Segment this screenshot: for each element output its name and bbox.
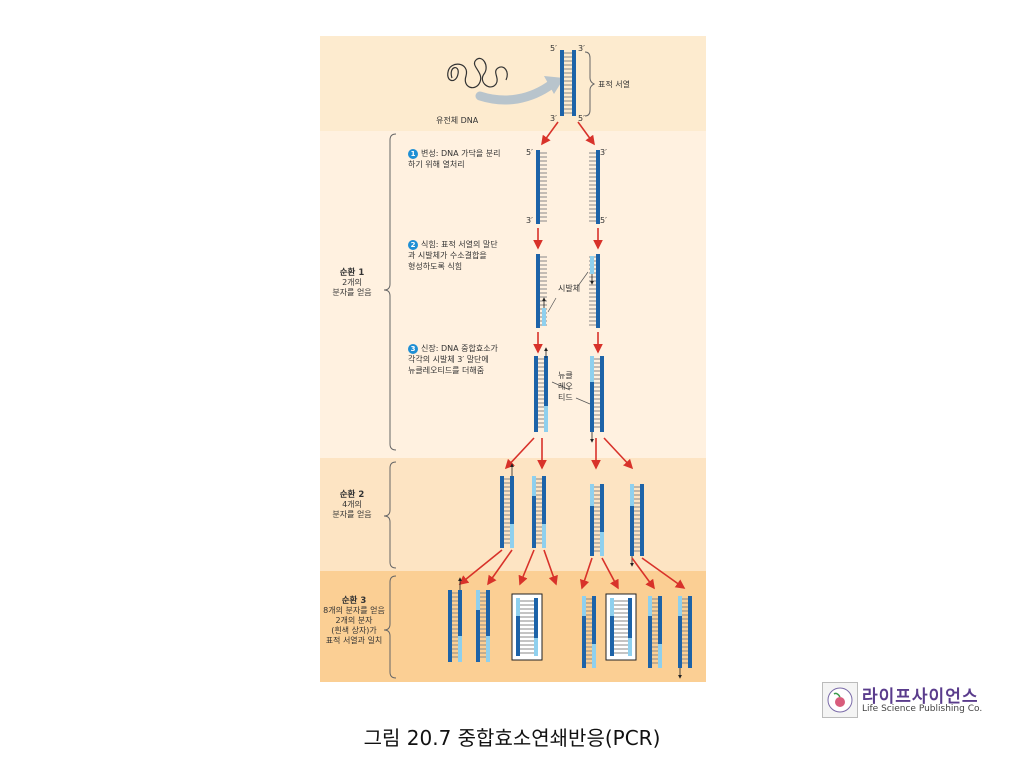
logo-english: Life Science Publishing Co. bbox=[862, 704, 983, 714]
pcr-diagram bbox=[383, 50, 692, 679]
genome-label: 유전체 DNA bbox=[436, 116, 479, 125]
brace-cycle-2 bbox=[383, 461, 397, 569]
process-arrow bbox=[541, 121, 559, 146]
step-text: 변성: DNA 가닥을 분리 하기 위해 열처리 bbox=[408, 149, 501, 169]
logo-korean: 라이프사이언스 bbox=[862, 687, 979, 707]
panel-target bbox=[320, 36, 706, 131]
cycle-desc: 8개의 분자를 얻음 2개의 분자 (흰색 상자)가 표적 서열과 일치 bbox=[323, 606, 385, 645]
figure-caption: 그림 20.7 중합효소연쇄반응(PCR) bbox=[363, 726, 661, 750]
cycle-title: 순환 3 bbox=[341, 596, 367, 606]
cycle-title: 순환 1 bbox=[339, 268, 365, 278]
process-arrow bbox=[579, 557, 593, 590]
grey-arrow bbox=[475, 79, 557, 105]
process-arrow bbox=[543, 549, 558, 586]
process-arrow bbox=[518, 549, 535, 586]
end-label: 3′ bbox=[526, 216, 533, 225]
step-number: 3 bbox=[408, 344, 418, 354]
dna-layer bbox=[448, 50, 692, 679]
process-arrow bbox=[631, 557, 655, 590]
end-label: 3′ bbox=[600, 148, 607, 157]
genomic-dna-squiggle bbox=[447, 57, 508, 89]
nucleotide-pointer bbox=[575, 397, 591, 405]
process-arrow bbox=[601, 557, 619, 590]
end-label: 5′ bbox=[578, 114, 585, 123]
process-arrow bbox=[603, 437, 634, 470]
end-label: 3′ bbox=[550, 114, 557, 123]
primer-label: 시발체 bbox=[558, 284, 581, 293]
process-arrow bbox=[641, 557, 686, 589]
end-label: 5′ bbox=[600, 216, 607, 225]
primer-pointer bbox=[547, 297, 557, 313]
process-arrow bbox=[577, 121, 595, 146]
brace-cycle-3 bbox=[383, 575, 397, 679]
target-label: 표적 서열 bbox=[598, 80, 630, 89]
brace-cycle-1 bbox=[383, 133, 397, 451]
step-number: 2 bbox=[408, 240, 418, 250]
process-arrow bbox=[487, 549, 513, 586]
nucleotide-label: 뉴클 레오 티드 bbox=[558, 371, 573, 402]
end-label: 5′ bbox=[550, 44, 557, 53]
panel-cycle-1 bbox=[320, 131, 706, 458]
logo-emblem-icon bbox=[822, 682, 858, 718]
process-arrow bbox=[504, 437, 535, 470]
grey-arrow-head bbox=[544, 76, 564, 94]
publisher-logo: 라이프사이언스 Life Science Publishing Co. bbox=[822, 682, 992, 718]
cycle-desc: 2개의 분자를 얻음 bbox=[332, 278, 372, 297]
end-label: 3′ bbox=[578, 44, 585, 53]
cycle-desc: 4개의 분자를 얻음 bbox=[332, 500, 372, 519]
nucleotide-pointer bbox=[551, 381, 571, 391]
step-text: 식힘: 표적 서열의 말단 과 시발체가 수소결합을 형성하도록 식힘 bbox=[408, 240, 498, 271]
primer-pointer bbox=[577, 271, 589, 287]
step-number: 1 bbox=[408, 149, 418, 159]
target-bracket bbox=[584, 51, 596, 117]
step-text: 신장: DNA 중합효소가 각각의 시발체 3′ 말단에 뉴클레오티드를 더해줌 bbox=[408, 344, 498, 375]
cycle-title: 순환 2 bbox=[339, 490, 365, 500]
process-arrow bbox=[458, 549, 503, 586]
end-label: 5′ bbox=[526, 148, 533, 157]
